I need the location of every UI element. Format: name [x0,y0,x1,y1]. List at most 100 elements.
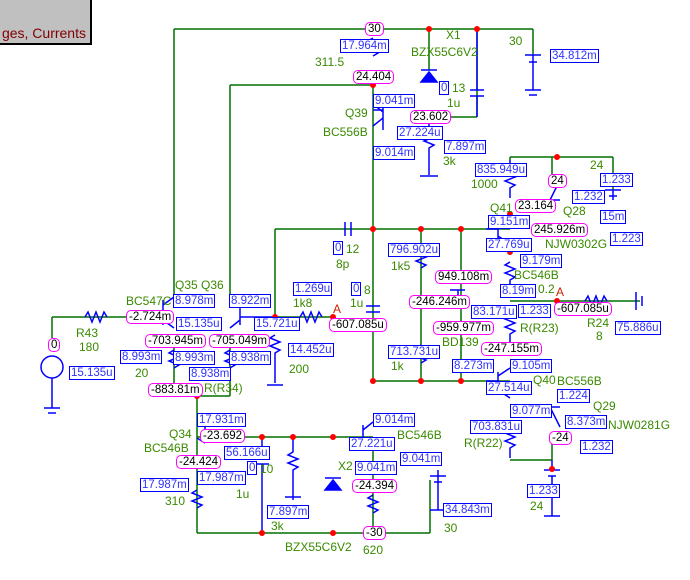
component-name: R(R22) [464,436,503,450]
current-label: 1.232 [572,190,605,204]
current-label: 14.452u [288,343,334,357]
current-label: 0 [351,282,362,296]
current-label: 8.19m [500,284,536,298]
battery-30 [525,54,541,96]
component-name: 12 [346,242,360,256]
current-label: 9.014m [373,146,416,160]
resistor-0.2 [502,261,518,290]
resistor-3k-bottom [285,437,301,500]
current-label: 1.233 [518,304,551,318]
voltage-label: -883.81m [148,383,203,397]
voltage-label: 24.404 [353,70,395,84]
component-value: 1000 [471,177,498,191]
current-label: 8.938m [229,351,272,365]
resistor-r23 [502,315,518,344]
node-label-a: A [556,285,565,299]
component-name: Q28 [563,204,586,218]
voltage-label: -705.049m [209,334,270,348]
component-model: BC546B [514,268,559,282]
component-value: 24 [590,158,604,172]
current-label: 9.014m [373,413,416,427]
resistor-r43 [84,309,108,325]
current-label: 9.041m [400,452,443,466]
battery-30-neg [430,470,446,511]
current-label: 1.233 [600,173,633,187]
component-value: 20 [135,366,149,380]
voltage-label: -607.085u [329,318,387,332]
current-label: 9.151m [488,215,531,229]
capacitor-1u [366,305,380,313]
component-name: 13 [452,81,466,95]
resistor-r24 [584,292,643,310]
voltage-label: 245.926m [531,223,589,237]
component-value: 8p [336,257,350,271]
voltage-label: 30 [365,22,384,36]
resistor-310 [189,489,205,509]
current-label: 7.897m [267,505,310,519]
battery-24 [605,189,621,200]
current-label: 8.922m [229,294,272,308]
component-value: 1k [391,359,404,373]
component-name: Q40 [533,373,556,387]
current-label: 15.721u [254,317,300,331]
component-value: 3k [271,519,284,533]
current-label: 27.221u [349,437,395,451]
voltage-label: 23.602 [410,110,452,124]
current-label: 34.812m [550,49,599,63]
component-model: BC547C [126,294,172,308]
zener-x1 [419,69,439,83]
current-label: 9.179m [520,254,563,268]
component-model: BZX55C6V2 [285,540,352,554]
current-label: 17.964m [340,39,389,53]
component-value: 310 [165,494,186,508]
resistor-200 [267,334,283,386]
component-name: X1 [446,28,461,42]
component-value: 1k5 [391,259,411,273]
component-name: R(R34) [204,381,243,395]
current-label: 15m [600,210,627,224]
current-label: 1.224 [557,389,590,403]
component-value: 30 [444,521,458,535]
current-label: 15.135u [176,317,222,331]
component-value: 620 [363,543,384,557]
capacitor-c13 [470,29,484,117]
current-label: 796.902u [388,243,440,257]
analysis-mode-panel: ges, Currents [0,0,92,45]
current-label: 8.373m [565,415,608,429]
component-model: BC546B [144,441,189,455]
current-label: 7.897m [444,140,487,154]
current-label: 8.993m [173,351,216,365]
current-label: 34.843m [443,503,492,517]
voltage-label: 23.164 [515,199,557,213]
component-value: 0.2 [538,282,555,296]
current-label: 9.041m [355,461,398,475]
component-name: 8 [364,283,371,297]
current-label: 8.938m [189,367,232,381]
current-label: 27.224u [397,126,443,140]
current-label: 0 [247,461,258,475]
current-label: 27.769u [486,238,532,252]
component-model: BC556B [323,125,368,139]
current-label: 75.886u [615,321,661,335]
current-label: 83.171u [471,305,517,319]
current-label: 8.978m [173,294,216,308]
voltage-label: -24.424 [176,455,222,469]
voltage-label: -246.246m [409,295,470,309]
component-value: 8 [596,329,603,343]
component-name: Q35 Q36 [175,278,224,292]
capacitor-8p [344,222,352,236]
component-model: BZX55C6V2 [411,45,478,59]
component-name: 10 [260,462,274,476]
current-label: 17.987m [197,471,246,485]
current-label: 1.269u [293,282,333,296]
component-name: R(R23) [520,321,559,335]
component-name: R43 [76,326,99,340]
voltage-label: -23.692 [200,429,246,443]
voltage-label: 0 [48,338,61,352]
component-value: 3k [443,154,456,168]
current-label: 713.731u [388,345,440,359]
current-label: 703.831u [470,420,522,434]
component-model: BC546B [397,428,442,442]
component-value: 1u [447,96,461,110]
